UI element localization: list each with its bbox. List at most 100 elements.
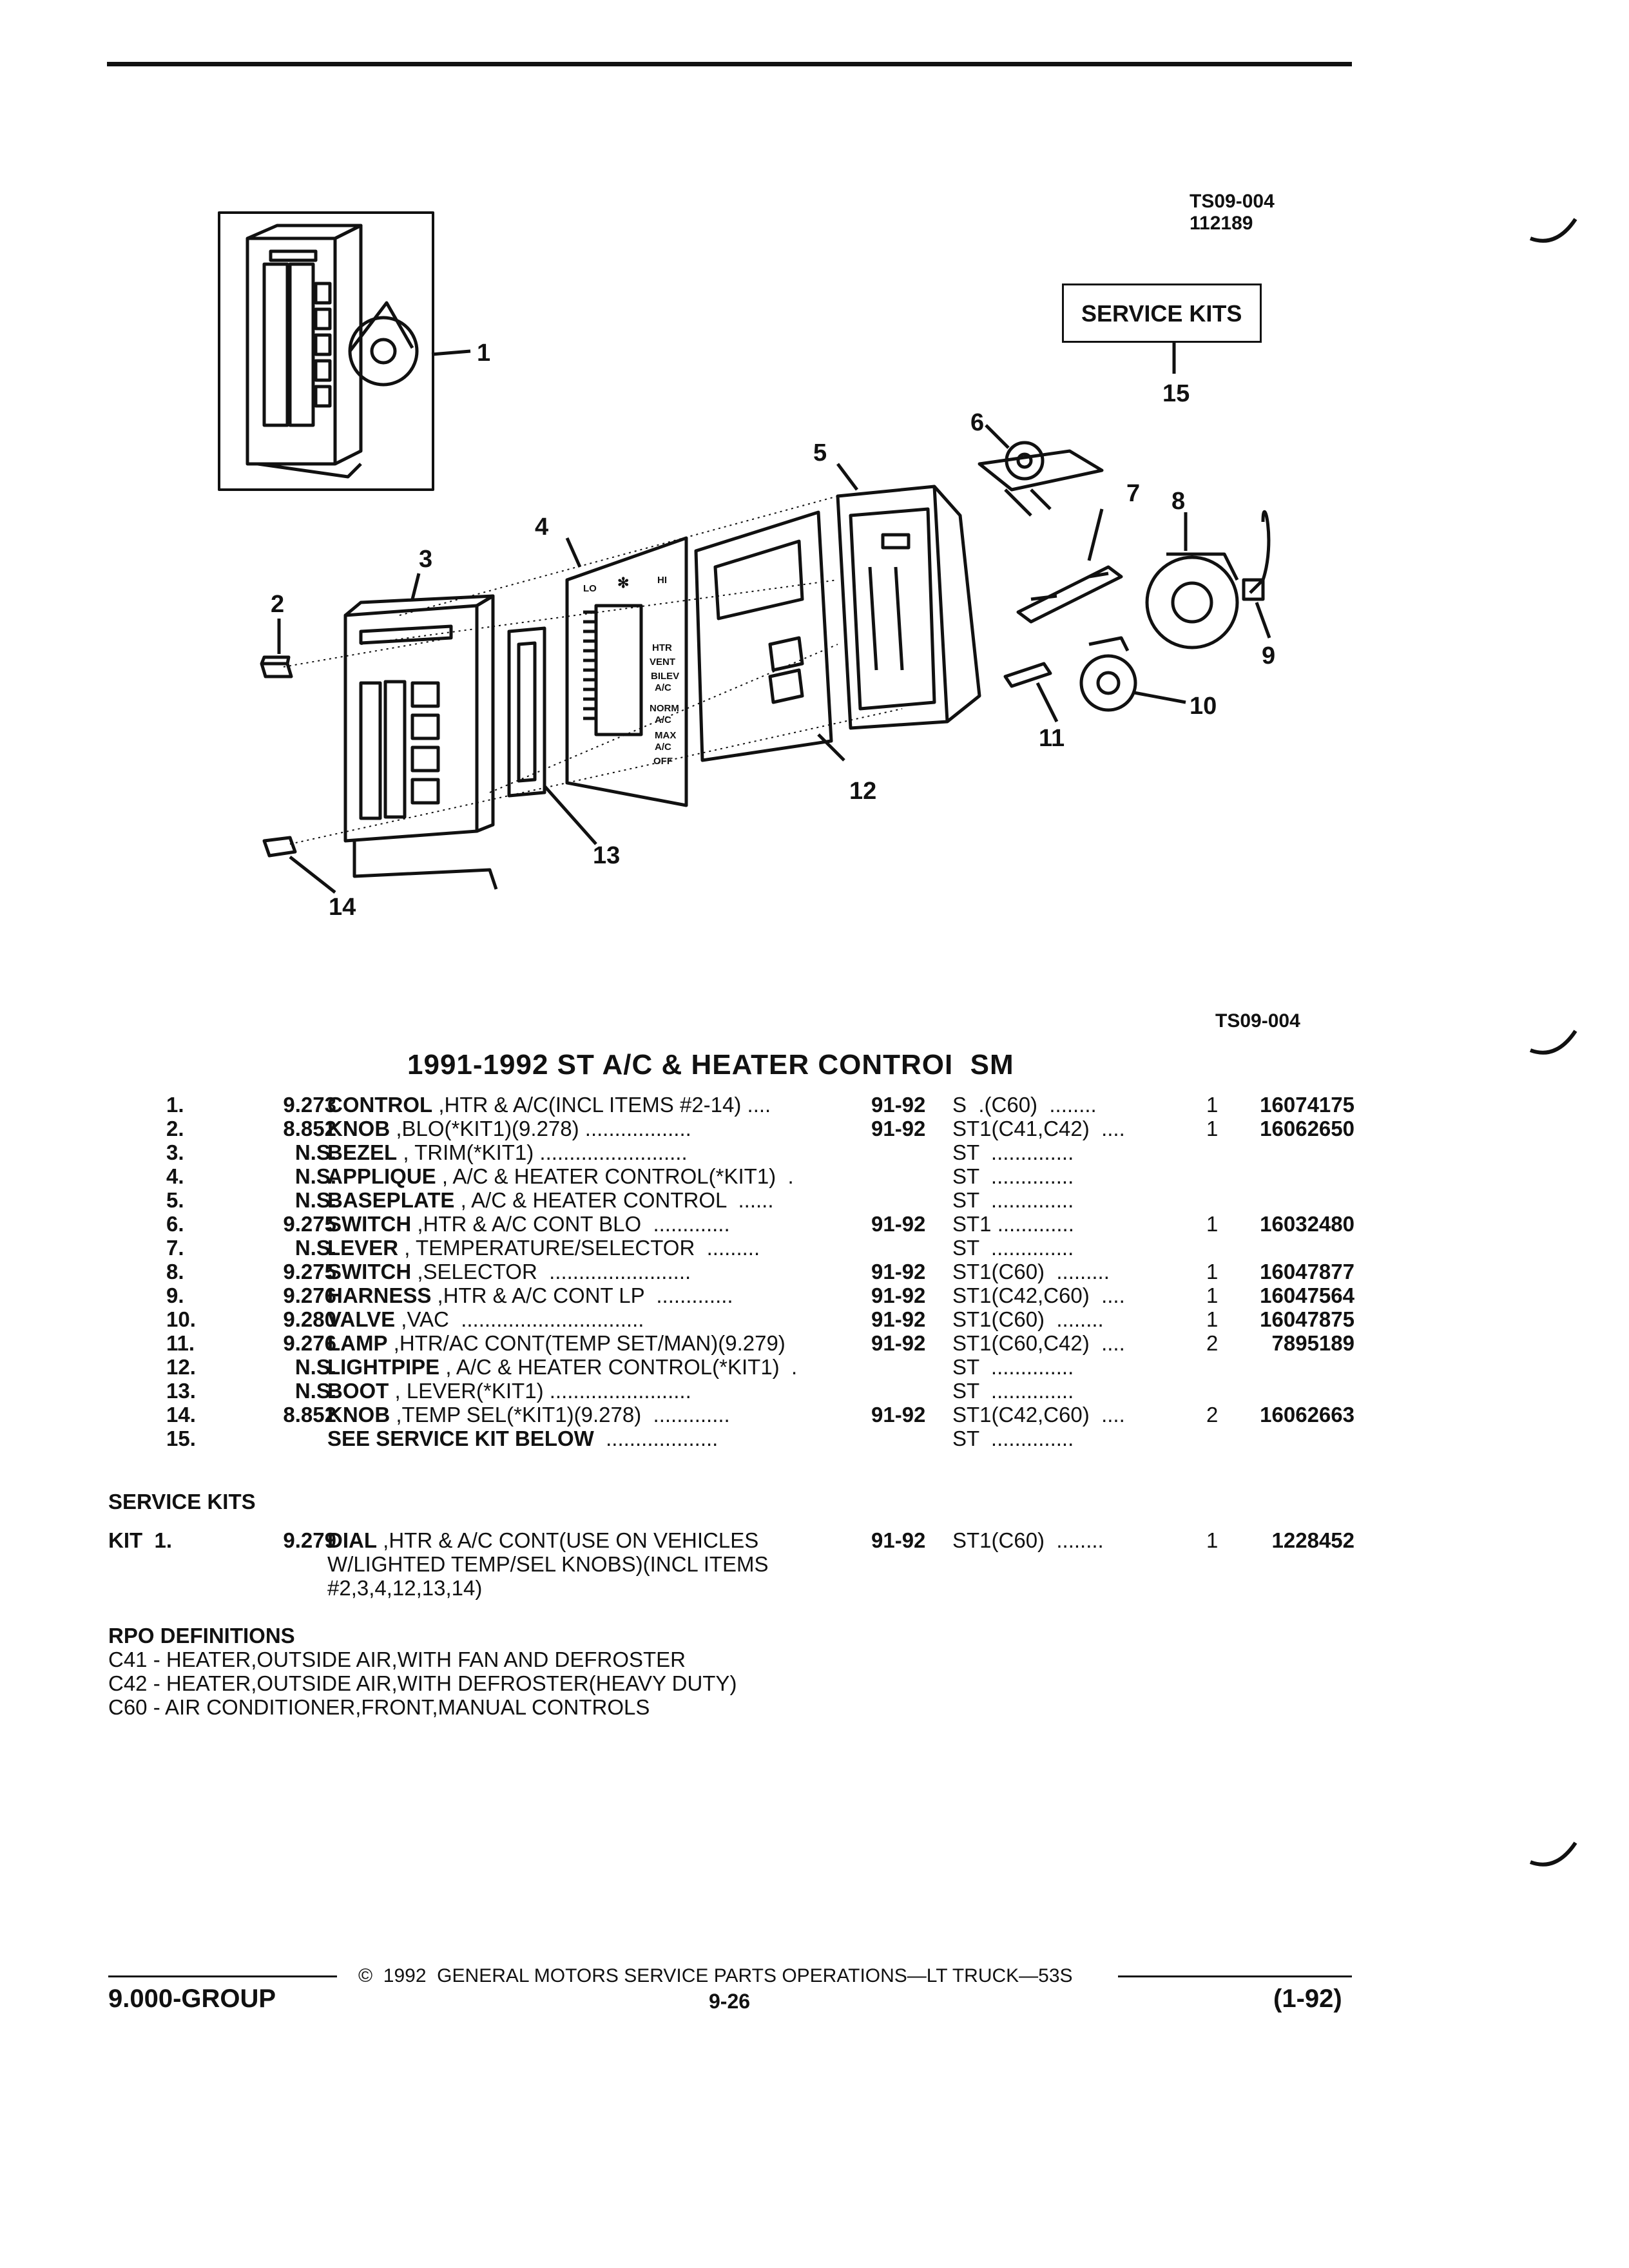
- callout-12: 12: [849, 778, 876, 805]
- model: S .(C60) ........: [952, 1093, 1097, 1117]
- part-name: SEE SERVICE KIT BELOW: [327, 1427, 594, 1450]
- table-row: 7. N.S. LEVER , TEMPERATURE/SELECTOR ...…: [0, 1236, 1629, 1260]
- part-desc: ,HTR & A/C(INCL ITEMS #2-14) ....: [432, 1093, 771, 1117]
- part-desc: ...................: [593, 1427, 718, 1450]
- years: 91-92: [871, 1212, 926, 1236]
- item-number: 2.: [166, 1117, 184, 1140]
- group-number: 8.852: [283, 1403, 336, 1427]
- item-number: 5.: [166, 1188, 184, 1212]
- quantity: 1: [1206, 1283, 1219, 1307]
- group-number: N.S.: [294, 1164, 336, 1188]
- applique-label-lo: LO: [583, 583, 597, 594]
- part-name: SWITCH: [327, 1212, 412, 1236]
- description: KNOB ,TEMP SEL(*KIT1)(9.278) ...........…: [327, 1403, 730, 1427]
- item-number: 14.: [166, 1403, 196, 1427]
- kit-desc-line-1: ,HTR & A/C CONT(USE ON VEHICLES: [377, 1528, 759, 1552]
- table-row: 2. 8.852 KNOB ,BLO(*KIT1)(9.278) .......…: [0, 1117, 1629, 1140]
- footer-group: 9.000-GROUP: [108, 1984, 276, 2013]
- page-number: 9-26: [709, 1990, 751, 2013]
- group-number: 9.276: [283, 1283, 336, 1307]
- description: HARNESS ,HTR & A/C CONT LP .............: [327, 1283, 733, 1307]
- exploded-parts-diagram: LO ✻ HI HTR VENT BILEV A/C NORM A/C MAX …: [218, 211, 1275, 921]
- part-number: 16074175: [1260, 1093, 1354, 1117]
- service-kits-box-label: SERVICE KITS: [1081, 300, 1242, 327]
- group-number: 9.275: [283, 1212, 336, 1236]
- years: 91-92: [871, 1403, 926, 1427]
- applique-label-hi: HI: [657, 575, 667, 586]
- description: SWITCH ,SELECTOR .......................…: [327, 1260, 691, 1283]
- group-number: 9.280: [283, 1307, 336, 1331]
- blower-switch: [978, 441, 1104, 517]
- description: BOOT , LEVER(*KIT1) ....................…: [327, 1379, 691, 1403]
- applique-label-ac2: A/C: [655, 715, 671, 726]
- baseplate: [836, 485, 981, 730]
- callout-7: 7: [1126, 480, 1140, 507]
- part-name: BEZEL: [327, 1140, 398, 1164]
- callout-5: 5: [813, 439, 827, 466]
- binder-mark: [1529, 1841, 1577, 1867]
- item-number: 11.: [166, 1331, 195, 1355]
- part-desc: , A/C & HEATER CONTROL(*KIT1) .: [436, 1164, 794, 1188]
- kit-row-continued: #2,3,4,12,13,14): [0, 1576, 1629, 1600]
- part-desc: , A/C & HEATER CONTROL ......: [454, 1188, 774, 1212]
- table-row: 4. N.S. APPLIQUE , A/C & HEATER CONTROL(…: [0, 1164, 1629, 1188]
- description: VALVE ,VAC .............................…: [327, 1307, 644, 1331]
- quantity: 1: [1206, 1117, 1219, 1140]
- years: 91-92: [871, 1528, 926, 1552]
- callout-leader-1: [431, 349, 471, 356]
- group-number: N.S.: [294, 1188, 336, 1212]
- rpo-definition: C42 - HEATER,OUTSIDE AIR,WITH DEFROSTER(…: [108, 1671, 737, 1695]
- applique-label-ac1: A/C: [655, 682, 671, 693]
- callout-3: 3: [419, 546, 432, 573]
- item-number: 15.: [166, 1427, 196, 1450]
- top-rule: [107, 62, 1352, 66]
- part-name: BASEPLATE: [327, 1188, 455, 1212]
- years: 91-92: [871, 1283, 926, 1307]
- callout-9: 9: [1262, 642, 1275, 669]
- table-row: 3. N.S. BEZEL , TRIM(*KIT1) ............…: [0, 1140, 1629, 1164]
- applique-label-ac3: A/C: [655, 742, 671, 753]
- model: ST ..............: [952, 1355, 1074, 1379]
- part-desc: ,VAC ...............................: [395, 1307, 644, 1331]
- part-name: APPLIQUE: [327, 1164, 436, 1188]
- model: ST1(C42,C60) ....: [952, 1403, 1125, 1427]
- assembled-control-inset: [218, 211, 434, 491]
- description: BASEPLATE , A/C & HEATER CONTROL ......: [327, 1188, 774, 1212]
- table-row: 13. N.S. BOOT , LEVER(*KIT1) ...........…: [0, 1379, 1629, 1403]
- part-desc: , TRIM(*KIT1) .........................: [397, 1140, 688, 1164]
- part-desc: , LEVER(*KIT1) ........................: [389, 1379, 691, 1403]
- model: ST1 .............: [952, 1212, 1074, 1236]
- part-name: CONTROL: [327, 1093, 433, 1117]
- part-number: 16062663: [1260, 1403, 1354, 1427]
- vacuum-valve: [1079, 636, 1137, 712]
- table-row: 14. 8.852 KNOB ,TEMP SEL(*KIT1)(9.278) .…: [0, 1403, 1629, 1427]
- part-number: 7895189: [1271, 1331, 1354, 1355]
- copyright-notice: © 1992 GENERAL MOTORS SERVICE PARTS OPER…: [358, 1965, 1073, 1986]
- part-name: VALVE: [327, 1307, 396, 1331]
- part-name: SWITCH: [327, 1260, 412, 1283]
- applique-label-htr: HTR: [652, 642, 672, 653]
- applique-label-vent: VENT: [650, 657, 675, 668]
- table-row: 12. N.S. LIGHTPIPE , A/C & HEATER CONTRO…: [0, 1355, 1629, 1379]
- table-row: 9. 9.276 HARNESS ,HTR & A/C CONT LP ....…: [0, 1283, 1629, 1307]
- part-desc: ,HTR & A/C CONT BLO .............: [411, 1212, 730, 1236]
- bezel: [343, 594, 498, 890]
- description: LEVER , TEMPERATURE/SELECTOR .........: [327, 1236, 760, 1260]
- part-number: 16062650: [1260, 1117, 1354, 1140]
- part-number: 16047875: [1260, 1307, 1354, 1331]
- kit-desc-line-3: #2,3,4,12,13,14): [327, 1576, 483, 1600]
- part-desc: ,SELECTOR ........................: [411, 1260, 691, 1283]
- table-row: 11. 9.276 LAMP ,HTR/AC CONT(TEMP SET/MAN…: [0, 1331, 1629, 1355]
- part-number: 16032480: [1260, 1212, 1354, 1236]
- quantity: 2: [1206, 1331, 1219, 1355]
- description: KNOB ,BLO(*KIT1)(9.278) ................…: [327, 1117, 691, 1140]
- quantity: 1: [1206, 1212, 1219, 1236]
- part-name: DIAL: [327, 1528, 377, 1552]
- table-row: 5. N.S. BASEPLATE , A/C & HEATER CONTROL…: [0, 1188, 1629, 1212]
- quantity: 1: [1206, 1260, 1219, 1283]
- kit-label: KIT 1.: [108, 1528, 173, 1552]
- binder-mark: [1529, 1030, 1577, 1055]
- table-row: 1. 9.273 CONTROL ,HTR & A/C(INCL ITEMS #…: [0, 1093, 1629, 1117]
- group-number: 9.276: [283, 1331, 336, 1355]
- callout-8: 8: [1171, 488, 1185, 515]
